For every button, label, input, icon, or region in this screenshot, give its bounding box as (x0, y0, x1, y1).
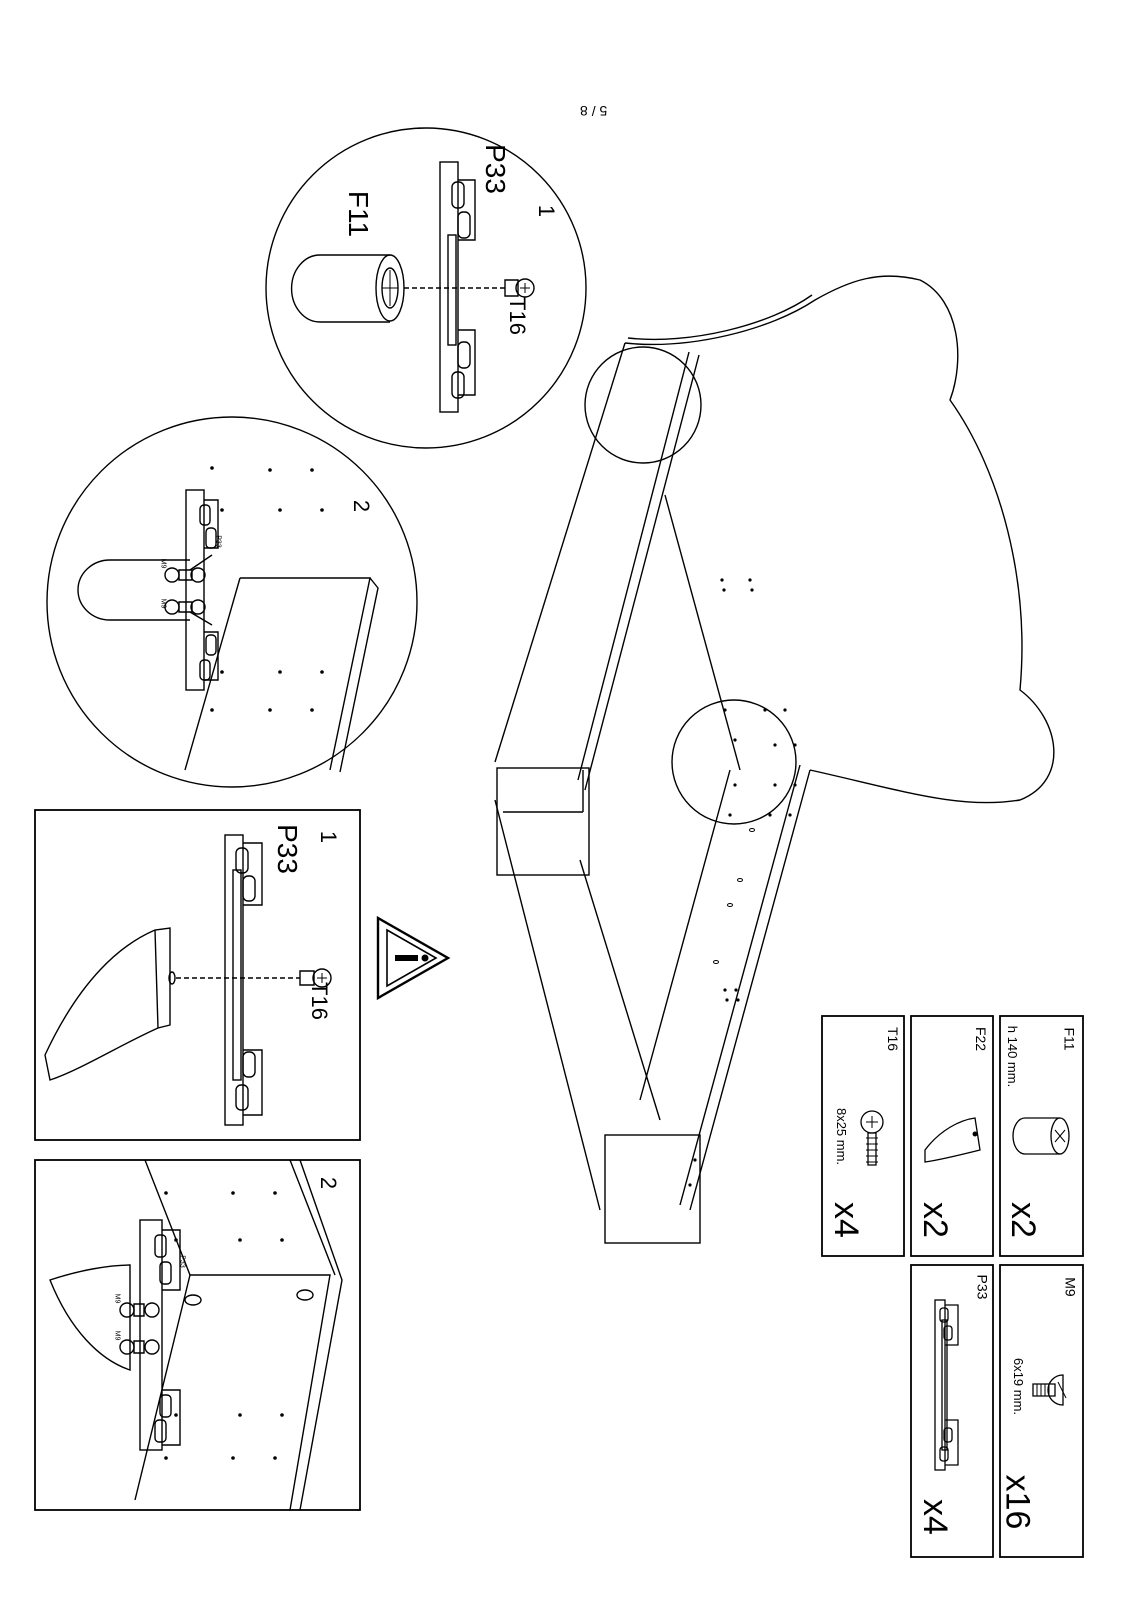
screws-m9 (119, 1302, 160, 1355)
bracket-p33-icon (934, 1299, 959, 1471)
step-number: 2 (349, 499, 375, 513)
screw-label: T16 (504, 297, 530, 335)
page-number: 5 / 8 (580, 103, 608, 119)
detail-box-step1 (34, 809, 361, 1141)
part-code-f11: F11 (1061, 1027, 1078, 1051)
warning-triangle-icon (376, 915, 451, 1001)
detail-circle-large (46, 416, 418, 788)
wedge-leg-icon (924, 1117, 981, 1163)
part-qty-f11: x2 (1003, 1202, 1042, 1238)
detail-circle-2-marker (671, 699, 797, 825)
bottom-leg-block (604, 1134, 701, 1244)
screw-t16 (504, 278, 535, 298)
detail-circle-top (265, 127, 587, 449)
part-qty-f22: x2 (915, 1202, 954, 1238)
square-leg-block (496, 767, 590, 876)
wedge-leg-f22 (44, 927, 171, 1081)
cylinder-leg-icon (1012, 1117, 1070, 1155)
detail-box-step2 (34, 1159, 361, 1511)
detail-circle-1-marker (584, 346, 702, 464)
part-cell-p33 (910, 1264, 994, 1558)
main-assembly-outline (494, 275, 1055, 1244)
bracket-label: P33 (271, 824, 303, 874)
bracket-p33 (224, 834, 263, 1126)
leg-label: F11 (343, 190, 375, 238)
part-spec-f11: h 140 mm. (1005, 1025, 1021, 1088)
part-cell-t16 (821, 1015, 905, 1257)
part-code-p33: P33 (974, 1274, 991, 1300)
screw-label: T16 (306, 982, 332, 1020)
parts-table (821, 1015, 1084, 1558)
step-number: 2 (316, 1176, 342, 1190)
screw-t16-icon (860, 1110, 884, 1166)
step-number: 1 (534, 204, 560, 218)
step-number: 1 (316, 830, 342, 844)
screw-m9-icon (1032, 1374, 1067, 1406)
screw-label-small: M9 (113, 1330, 121, 1341)
part-cell-m9 (999, 1264, 1084, 1558)
bracket-label: P33 (479, 144, 511, 194)
screw-t16 (299, 968, 332, 988)
screw-label-small: M9 (113, 1293, 121, 1304)
part-qty-p33: x4 (915, 1499, 954, 1535)
part-qty-t16: x4 (826, 1202, 865, 1238)
cylinder-leg-f11 (290, 254, 390, 323)
part-qty-m9: x16 (998, 1474, 1037, 1530)
part-cell-f22 (910, 1015, 994, 1257)
part-code-t16: T16 (885, 1026, 902, 1052)
part-spec-m9: 6x19 mm. (1011, 1357, 1027, 1416)
bracket-p33 (439, 161, 476, 413)
part-code-f22: F22 (973, 1026, 990, 1052)
bracket-label-small: P33 (178, 1255, 186, 1268)
parts-table-icons (860, 1110, 1070, 1471)
screws-m9 (164, 554, 213, 626)
part-code-m9: M9 (1062, 1277, 1079, 1297)
bracket-label-small: P33 (214, 535, 222, 548)
part-cell-f11 (999, 1015, 1084, 1257)
part-spec-t16: 8x25 mm. (834, 1107, 850, 1166)
screw-label-small: M9 (159, 558, 167, 569)
screw-label-small: M9 (159, 598, 167, 609)
